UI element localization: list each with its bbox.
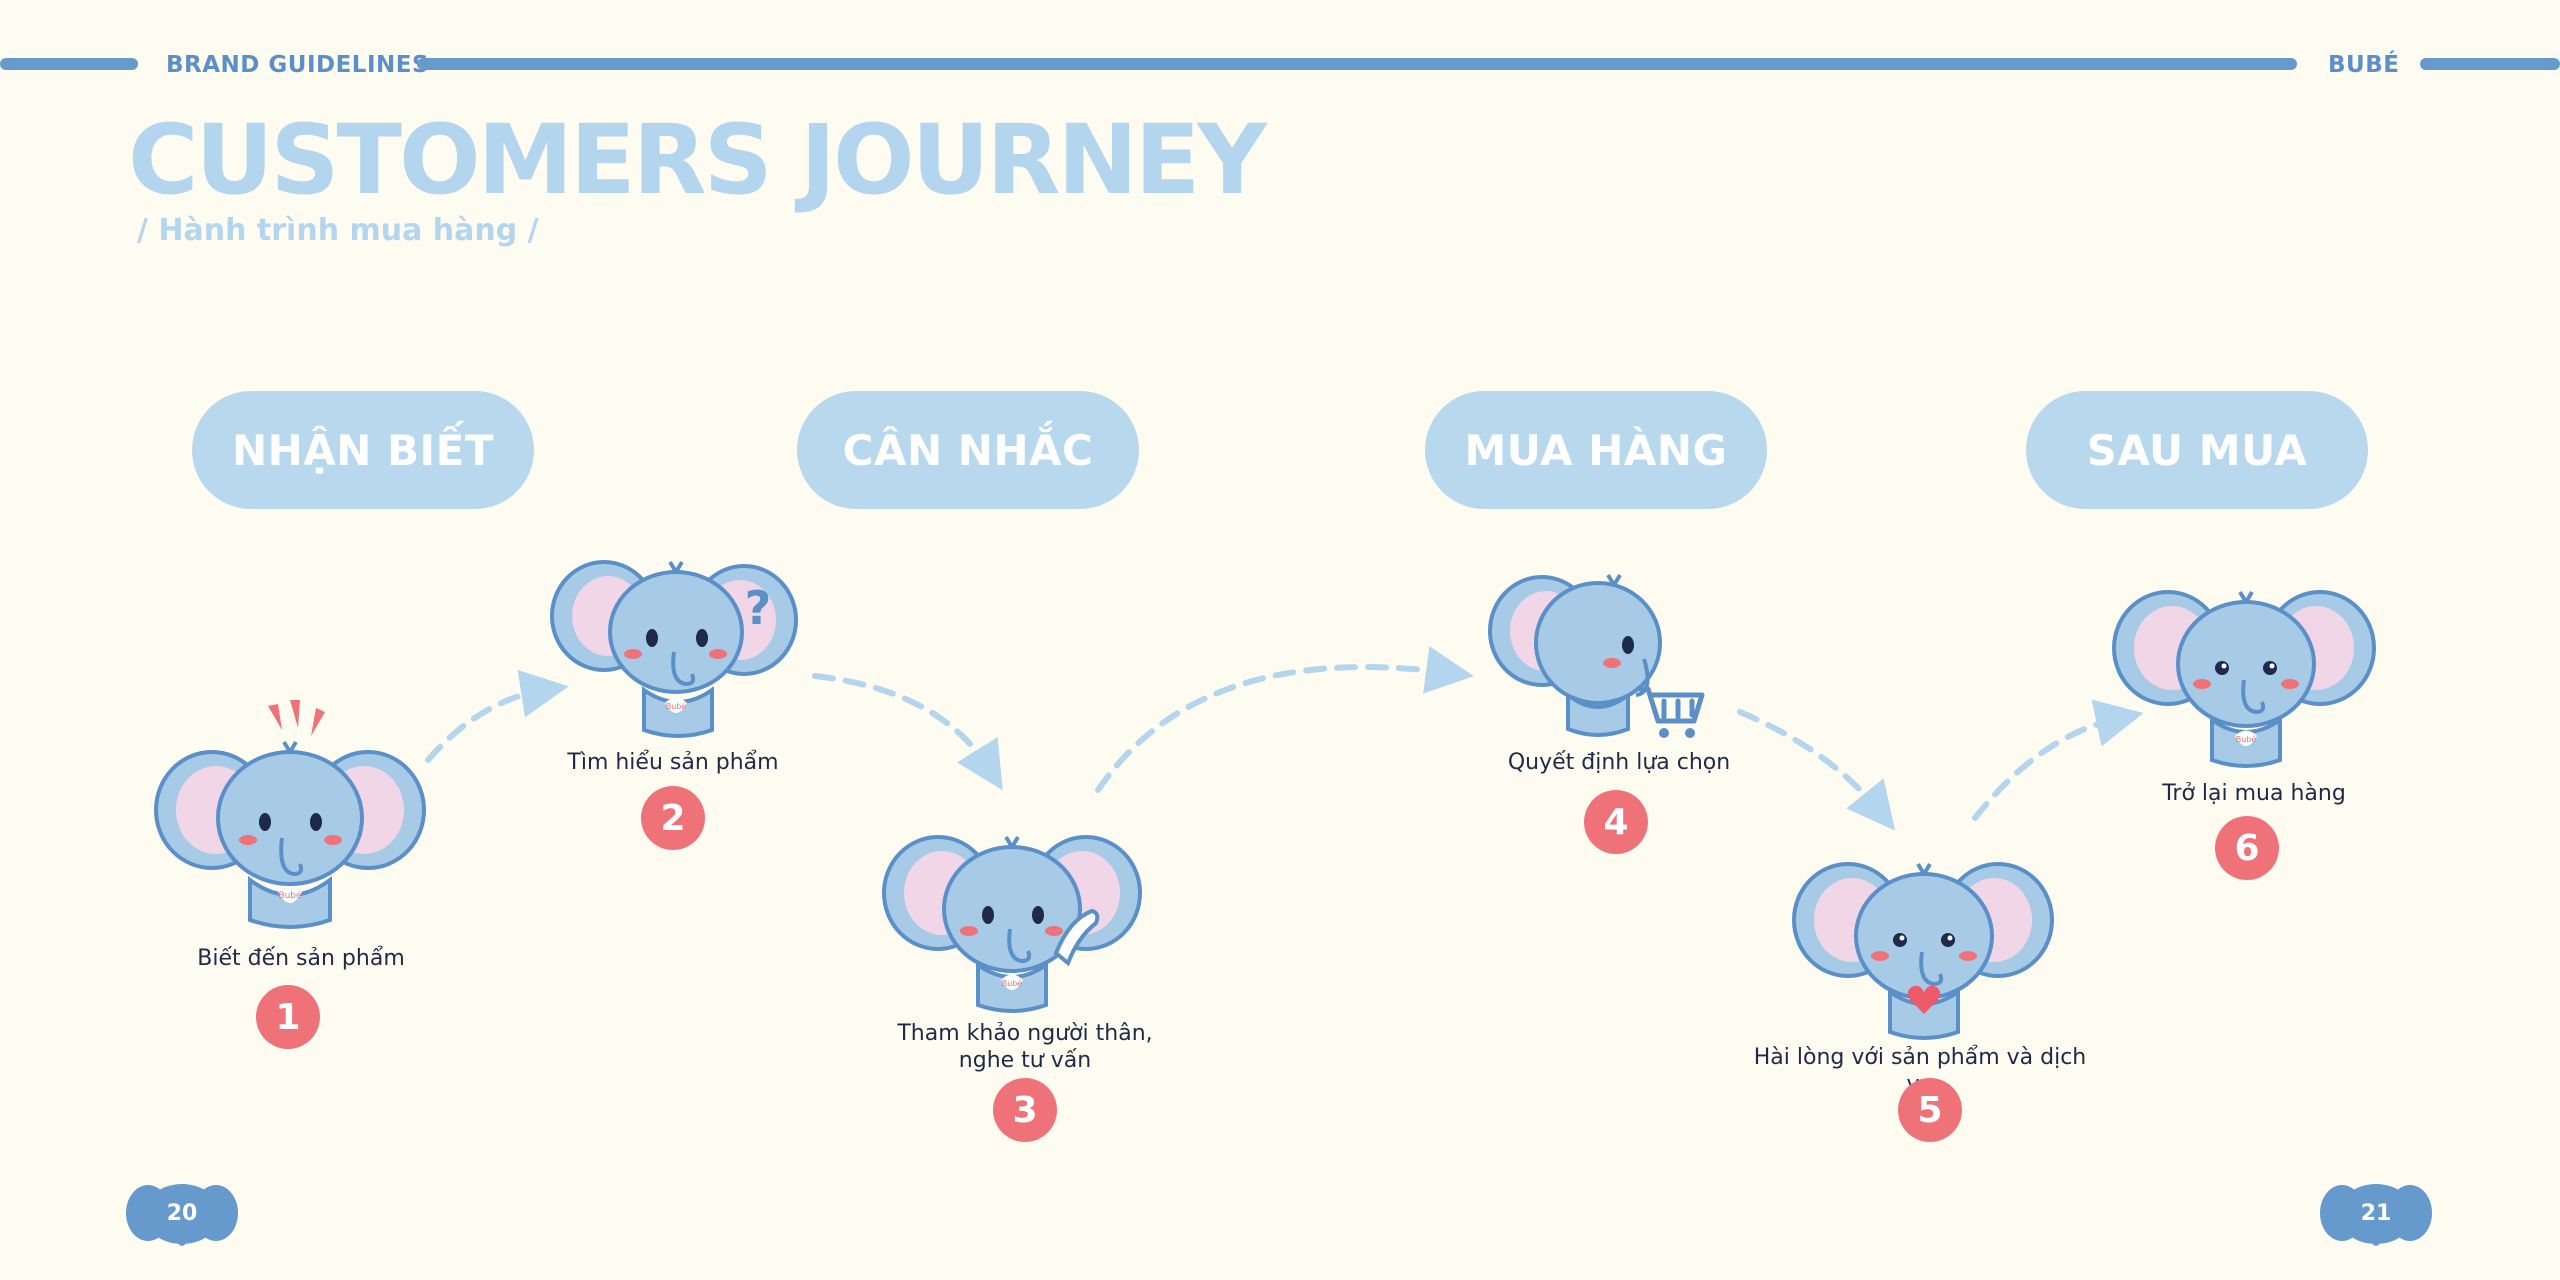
svg-text:Bubé: Bubé	[666, 701, 687, 711]
header-right-label: BUBÉ	[2328, 52, 2400, 78]
arrow-1-to-2	[425, 669, 569, 763]
arrow-3-to-4	[1095, 646, 1474, 793]
stage-sau-mua: SAU MUA	[2026, 391, 2368, 509]
page-elephant-head-icon	[126, 1184, 238, 1246]
step-6-badge: 6	[2215, 816, 2279, 880]
svg-text:Bubé: Bubé	[2236, 734, 2257, 744]
elephant-cart-icon	[1488, 573, 1705, 738]
page-number-left: 20	[126, 1180, 238, 1250]
header-line-right	[2420, 58, 2560, 70]
step-1-caption: Biết đến sản phẩm	[197, 946, 405, 971]
svg-text:Bubé: Bubé	[1002, 978, 1023, 988]
stage-can-nhac: CÂN NHẮC	[797, 391, 1139, 509]
page-subtitle: / Hành trình mua hàng /	[137, 213, 539, 248]
page-title: CUSTOMERS JOURNEY	[128, 104, 1267, 216]
page-number-left-text: 20	[166, 1200, 198, 1226]
elephant-happy-icon: Bubé	[2112, 590, 2376, 768]
step-4-caption: Quyết định lựa chọn	[1507, 750, 1731, 775]
step-5-badge: 5	[1898, 1078, 1962, 1142]
elephant-phone-icon: Bubé	[882, 835, 1142, 1013]
page-number-right: 21	[2320, 1180, 2432, 1250]
arrow-2-to-3	[812, 673, 1003, 791]
svg-text:Bubé: Bubé	[278, 890, 302, 901]
header-line-left	[0, 58, 138, 70]
header-line-middle	[417, 58, 2297, 70]
arrow-5-to-6	[1972, 699, 2144, 821]
step-2-badge: 2	[641, 786, 705, 850]
step-2-caption: Tìm hiểu sản phẩm	[567, 750, 779, 775]
step-6-caption: Trở lại mua hàng	[2162, 781, 2346, 806]
elephant-heart-icon	[1792, 862, 2054, 1040]
page-elephant-head-icon	[2320, 1184, 2432, 1246]
page-number-right-text: 21	[2360, 1200, 2392, 1226]
step-3-badge: 3	[993, 1078, 1057, 1142]
header-left-label: BRAND GUIDELINES	[166, 52, 430, 78]
step-4-badge: 4	[1584, 790, 1648, 854]
elephant-question-icon: ? Bubé	[550, 560, 798, 738]
arrow-4-to-5	[1737, 709, 1896, 831]
elephant-surprised-icon: Bubé	[154, 700, 426, 929]
svg-text:?: ?	[745, 581, 772, 635]
step-1-badge: 1	[256, 985, 320, 1049]
stage-mua-hang: MUA HÀNG	[1425, 391, 1767, 509]
step-3-caption-line1: Tham khảo người thân,	[897, 1021, 1153, 1046]
stage-nhan-biet: NHẬN BIẾT	[192, 391, 534, 509]
step-3-caption-line2: nghe tư vấn	[958, 1048, 1092, 1073]
